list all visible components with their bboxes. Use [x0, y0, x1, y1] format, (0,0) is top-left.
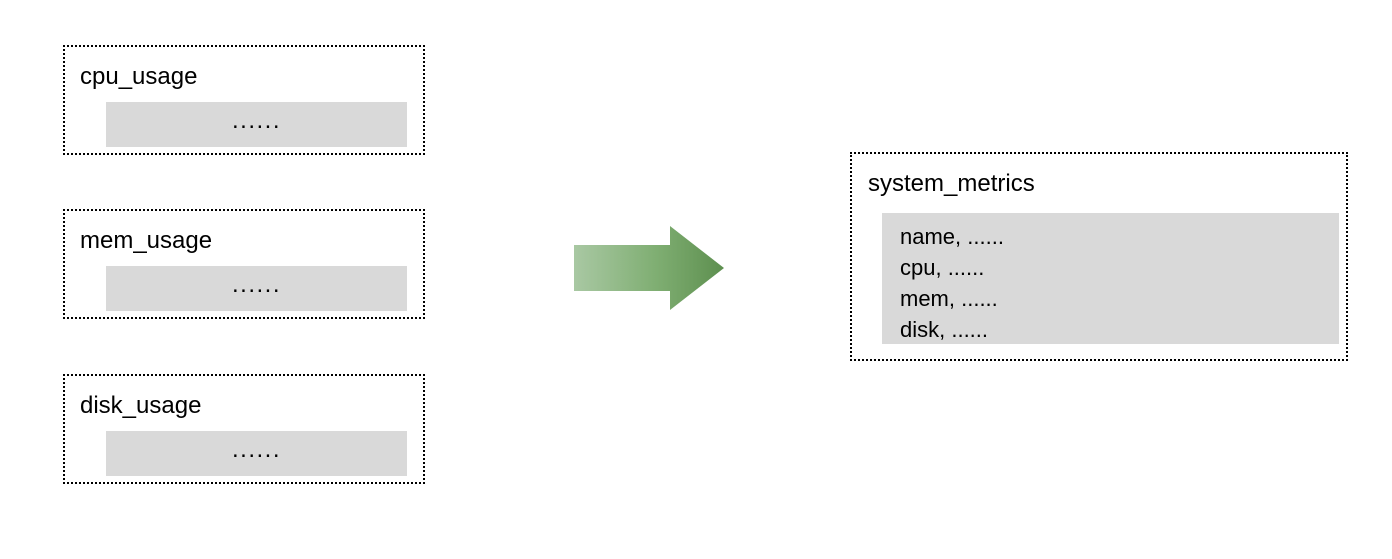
source-node-body: ......: [106, 102, 407, 147]
source-node-body: ......: [106, 266, 407, 311]
source-node-title: cpu_usage: [80, 63, 198, 90]
target-node-system-metrics[interactable]: system_metrics name, ...... cpu, ...... …: [850, 152, 1348, 361]
ellipsis-text: ......: [231, 435, 281, 463]
flow-arrow-right-icon: [570, 224, 728, 312]
source-node-body: ......: [106, 431, 407, 476]
source-node-title: disk_usage: [80, 392, 202, 419]
source-node-mem-usage[interactable]: mem_usage ......: [63, 209, 425, 319]
ellipsis-text: ......: [231, 106, 281, 134]
source-node-disk-usage[interactable]: disk_usage ......: [63, 374, 425, 484]
source-node-title: mem_usage: [80, 227, 213, 254]
field-row: cpu, ......: [900, 255, 985, 280]
ellipsis-text: ......: [231, 270, 281, 298]
target-node-title: system_metrics: [868, 170, 1035, 197]
target-node-body: name, ...... cpu, ...... mem, ...... dis…: [882, 213, 1339, 344]
field-row: name, ......: [900, 224, 1004, 249]
field-row: disk, ......: [900, 317, 989, 342]
field-row: mem, ......: [900, 286, 998, 311]
source-node-cpu-usage[interactable]: cpu_usage ......: [63, 45, 425, 155]
